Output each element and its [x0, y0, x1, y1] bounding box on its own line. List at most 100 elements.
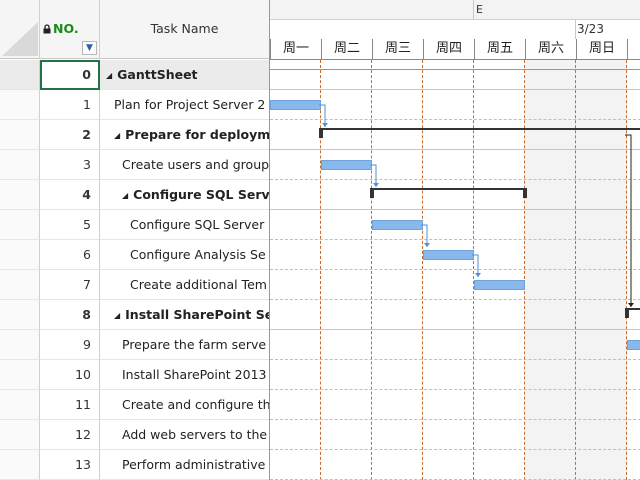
task-number-cell[interactable]: 0 [40, 60, 100, 90]
day-header: 周三 [372, 39, 423, 60]
task-bar[interactable] [474, 280, 525, 290]
summary-bar[interactable] [372, 188, 525, 190]
task-number-cell[interactable]: 7 [40, 270, 100, 300]
collapse-toggle-icon[interactable]: ◢ [122, 191, 129, 200]
row-header[interactable] [0, 180, 40, 210]
task-name-text: Install SharePoint 2013 [122, 367, 267, 382]
row-header[interactable] [0, 420, 40, 450]
summary-bar-start-cap [625, 308, 629, 318]
timeline-chart-area[interactable] [270, 60, 640, 480]
table-row[interactable]: 12 Add web servers to the [0, 420, 269, 450]
task-number-cell[interactable]: 2 [40, 120, 100, 150]
table-row[interactable]: 4 ◢ Configure SQL Server a [0, 180, 269, 210]
task-name-cell[interactable]: Create users and group [100, 150, 269, 180]
row-gridline [270, 359, 640, 360]
task-name-cell[interactable]: Add web servers to the [100, 420, 269, 450]
day-gridline [626, 60, 627, 480]
timeline-week-label: 3/23 [575, 20, 604, 39]
day-gridline [575, 60, 576, 480]
task-name-cell[interactable]: ◢Install SharePoint Serve [100, 300, 269, 330]
task-name-cell[interactable]: ◢ Prepare for deployment [100, 120, 269, 150]
task-number-cell[interactable]: 8 [40, 300, 100, 330]
day-header: 周二 [321, 39, 372, 60]
task-name-cell[interactable]: ◢ Configure SQL Server a [100, 180, 269, 210]
day-gridline [422, 60, 423, 480]
task-name-cell[interactable]: Plan for Project Server 2 [100, 90, 269, 120]
column-header-no[interactable]: NO. ▼ [40, 0, 100, 59]
dependency-links [319, 104, 634, 307]
task-number-cell[interactable]: 10 [40, 360, 100, 390]
timeline-top-label: E [473, 0, 483, 20]
task-number-cell[interactable]: 9 [40, 330, 100, 360]
table-row[interactable]: 8◢Install SharePoint Serve [0, 300, 269, 330]
task-bar[interactable] [627, 340, 640, 350]
task-number-cell[interactable]: 5 [40, 210, 100, 240]
row-gridline [270, 179, 640, 180]
row-gridline [270, 239, 640, 240]
row-header[interactable] [0, 390, 40, 420]
row-header[interactable] [0, 240, 40, 270]
task-number-cell[interactable]: 6 [40, 240, 100, 270]
row-header[interactable] [0, 450, 40, 480]
task-name-cell[interactable]: Install SharePoint 2013 [100, 360, 269, 390]
row-header[interactable] [0, 270, 40, 300]
collapse-toggle-icon[interactable]: ◢ [114, 311, 121, 320]
table-row[interactable]: 2 ◢ Prepare for deployment [0, 120, 269, 150]
select-all-corner[interactable] [0, 0, 40, 59]
task-name-cell[interactable]: ◢GanttSheet [100, 60, 269, 90]
task-name-cell[interactable]: Prepare the farm serve [100, 330, 269, 360]
task-name-cell[interactable]: Create additional Tem [100, 270, 269, 300]
task-name-cell[interactable]: Perform administrative [100, 450, 269, 480]
row-gridline [270, 209, 640, 210]
task-name-cell[interactable]: Configure SQL Server [100, 210, 269, 240]
task-number-cell[interactable]: 4 [40, 180, 100, 210]
row-header[interactable] [0, 150, 40, 180]
dependency-link [370, 164, 377, 187]
project-summary-bar[interactable] [270, 69, 640, 70]
row-header[interactable] [0, 120, 40, 150]
summary-bar[interactable] [321, 128, 640, 130]
task-number-cell[interactable]: 13 [40, 450, 100, 480]
row-header[interactable] [0, 300, 40, 330]
table-row[interactable]: 10 Install SharePoint 2013 [0, 360, 269, 390]
task-name-text: Create and configure th [122, 397, 269, 412]
task-name-text: Configure SQL Server a [133, 187, 269, 202]
dependency-link [625, 134, 632, 307]
dependency-arrow-icon [373, 183, 379, 187]
table-row[interactable]: 11 Create and configure th [0, 390, 269, 420]
table-row[interactable]: 0◢GanttSheet [0, 60, 269, 90]
row-header[interactable] [0, 90, 40, 120]
row-header[interactable] [0, 210, 40, 240]
day-header: 周四 [423, 39, 474, 60]
day-gridline [473, 60, 474, 480]
collapse-toggle-icon[interactable]: ◢ [106, 71, 113, 80]
row-header[interactable] [0, 360, 40, 390]
task-number-cell[interactable]: 11 [40, 390, 100, 420]
gantt-timeline: E 3/23 周一周二周三周四周五周六周日周 [269, 0, 640, 480]
filter-dropdown-icon[interactable]: ▼ [82, 41, 97, 55]
summary-bar[interactable] [627, 308, 640, 310]
row-gridline [270, 119, 640, 120]
collapse-toggle-icon[interactable]: ◢ [114, 131, 121, 140]
task-number-cell[interactable]: 3 [40, 150, 100, 180]
row-header[interactable] [0, 60, 40, 90]
column-header-task-name-label: Task Name [150, 21, 219, 36]
task-number-cell[interactable]: 12 [40, 420, 100, 450]
day-header: 周日 [576, 39, 627, 60]
task-name-text: Add web servers to the [122, 427, 268, 442]
task-name-cell[interactable]: Configure Analysis Se [100, 240, 269, 270]
task-name-cell[interactable]: Create and configure th [100, 390, 269, 420]
column-header-task-name[interactable]: Task Name [100, 0, 269, 59]
row-header[interactable] [0, 330, 40, 360]
dependency-link [421, 224, 428, 247]
task-number-cell[interactable]: 1 [40, 90, 100, 120]
task-name-text: Prepare for deployment [125, 127, 269, 142]
